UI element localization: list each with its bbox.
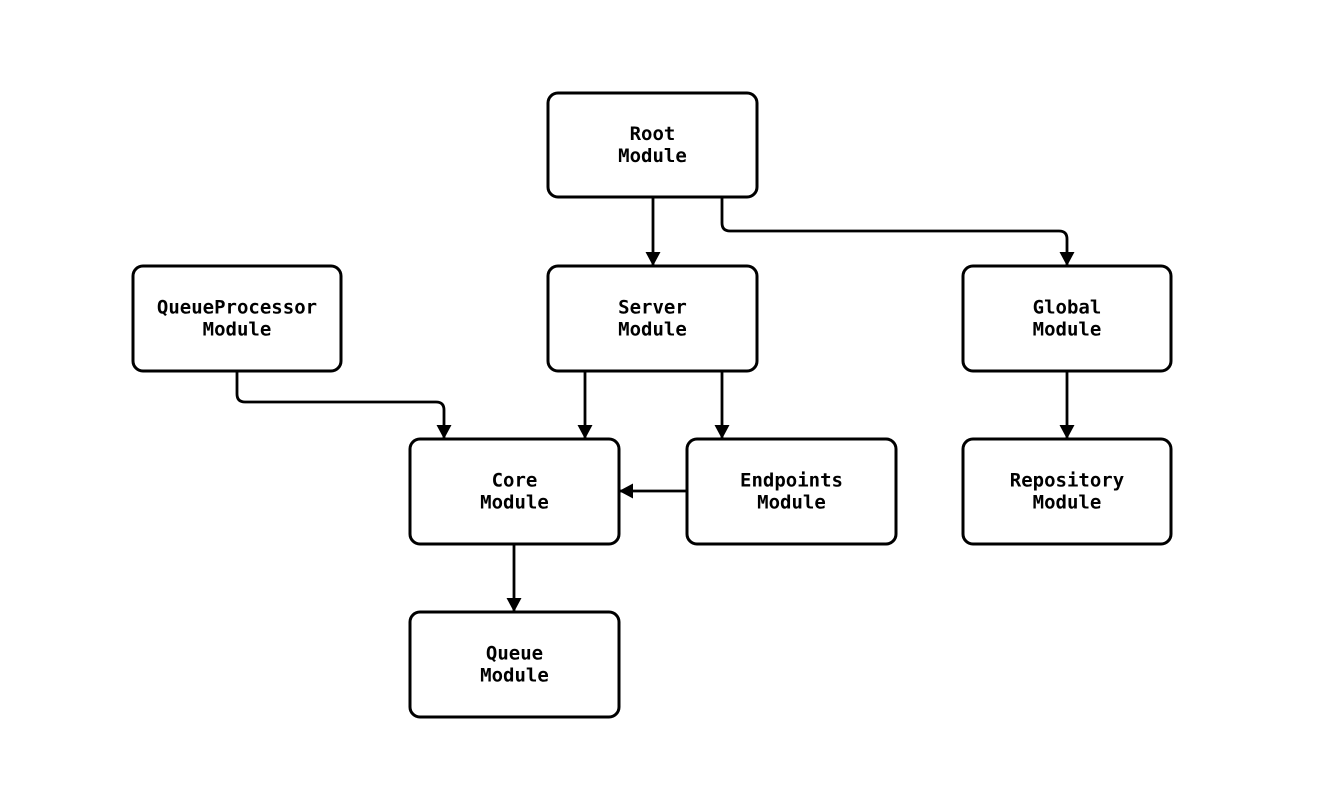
node-label-queue-module-line-0: Queue xyxy=(486,643,543,665)
node-label-repository-module-line-0: Repository xyxy=(1010,470,1124,492)
node-label-root-module-line-0: Root xyxy=(630,123,676,145)
edge-root-module-to-global-module xyxy=(720,197,1075,266)
node-label-core-module-line-0: Core xyxy=(492,470,538,492)
node-label-repository-module-line-1: Module xyxy=(1033,492,1102,514)
edge-queueprocessor-module-to-core-module xyxy=(235,371,452,439)
node-label-queue-module-line-1: Module xyxy=(480,665,549,687)
node-label-endpoints-module-line-0: Endpoints xyxy=(740,470,843,492)
node-label-server-module-line-0: Server xyxy=(618,297,687,319)
edges-layer xyxy=(235,197,1075,612)
node-label-root-module-line-1: Module xyxy=(618,145,687,167)
nodes-layer: RootModuleQueueProcessorModuleServerModu… xyxy=(131,91,1173,719)
node-box-server-module xyxy=(546,264,759,373)
node-box-global-module xyxy=(961,264,1173,373)
node-label-endpoints-module-line-1: Module xyxy=(757,492,826,514)
node-box-repository-module xyxy=(961,437,1173,546)
node-label-core-module-line-1: Module xyxy=(480,492,549,514)
node-label-server-module-line-1: Module xyxy=(618,319,687,341)
node-box-endpoints-module xyxy=(685,437,898,546)
node-label-global-module-line-0: Global xyxy=(1033,297,1102,319)
node-label-queueprocessor-module-line-1: Module xyxy=(203,319,272,341)
node-box-core-module xyxy=(408,437,621,546)
node-box-queueprocessor-module xyxy=(131,264,343,373)
node-label-global-module-line-1: Module xyxy=(1033,319,1102,341)
node-label-queueprocessor-module-line-0: QueueProcessor xyxy=(157,297,317,319)
node-box-queue-module xyxy=(408,610,621,719)
node-box-root-module xyxy=(546,91,759,199)
